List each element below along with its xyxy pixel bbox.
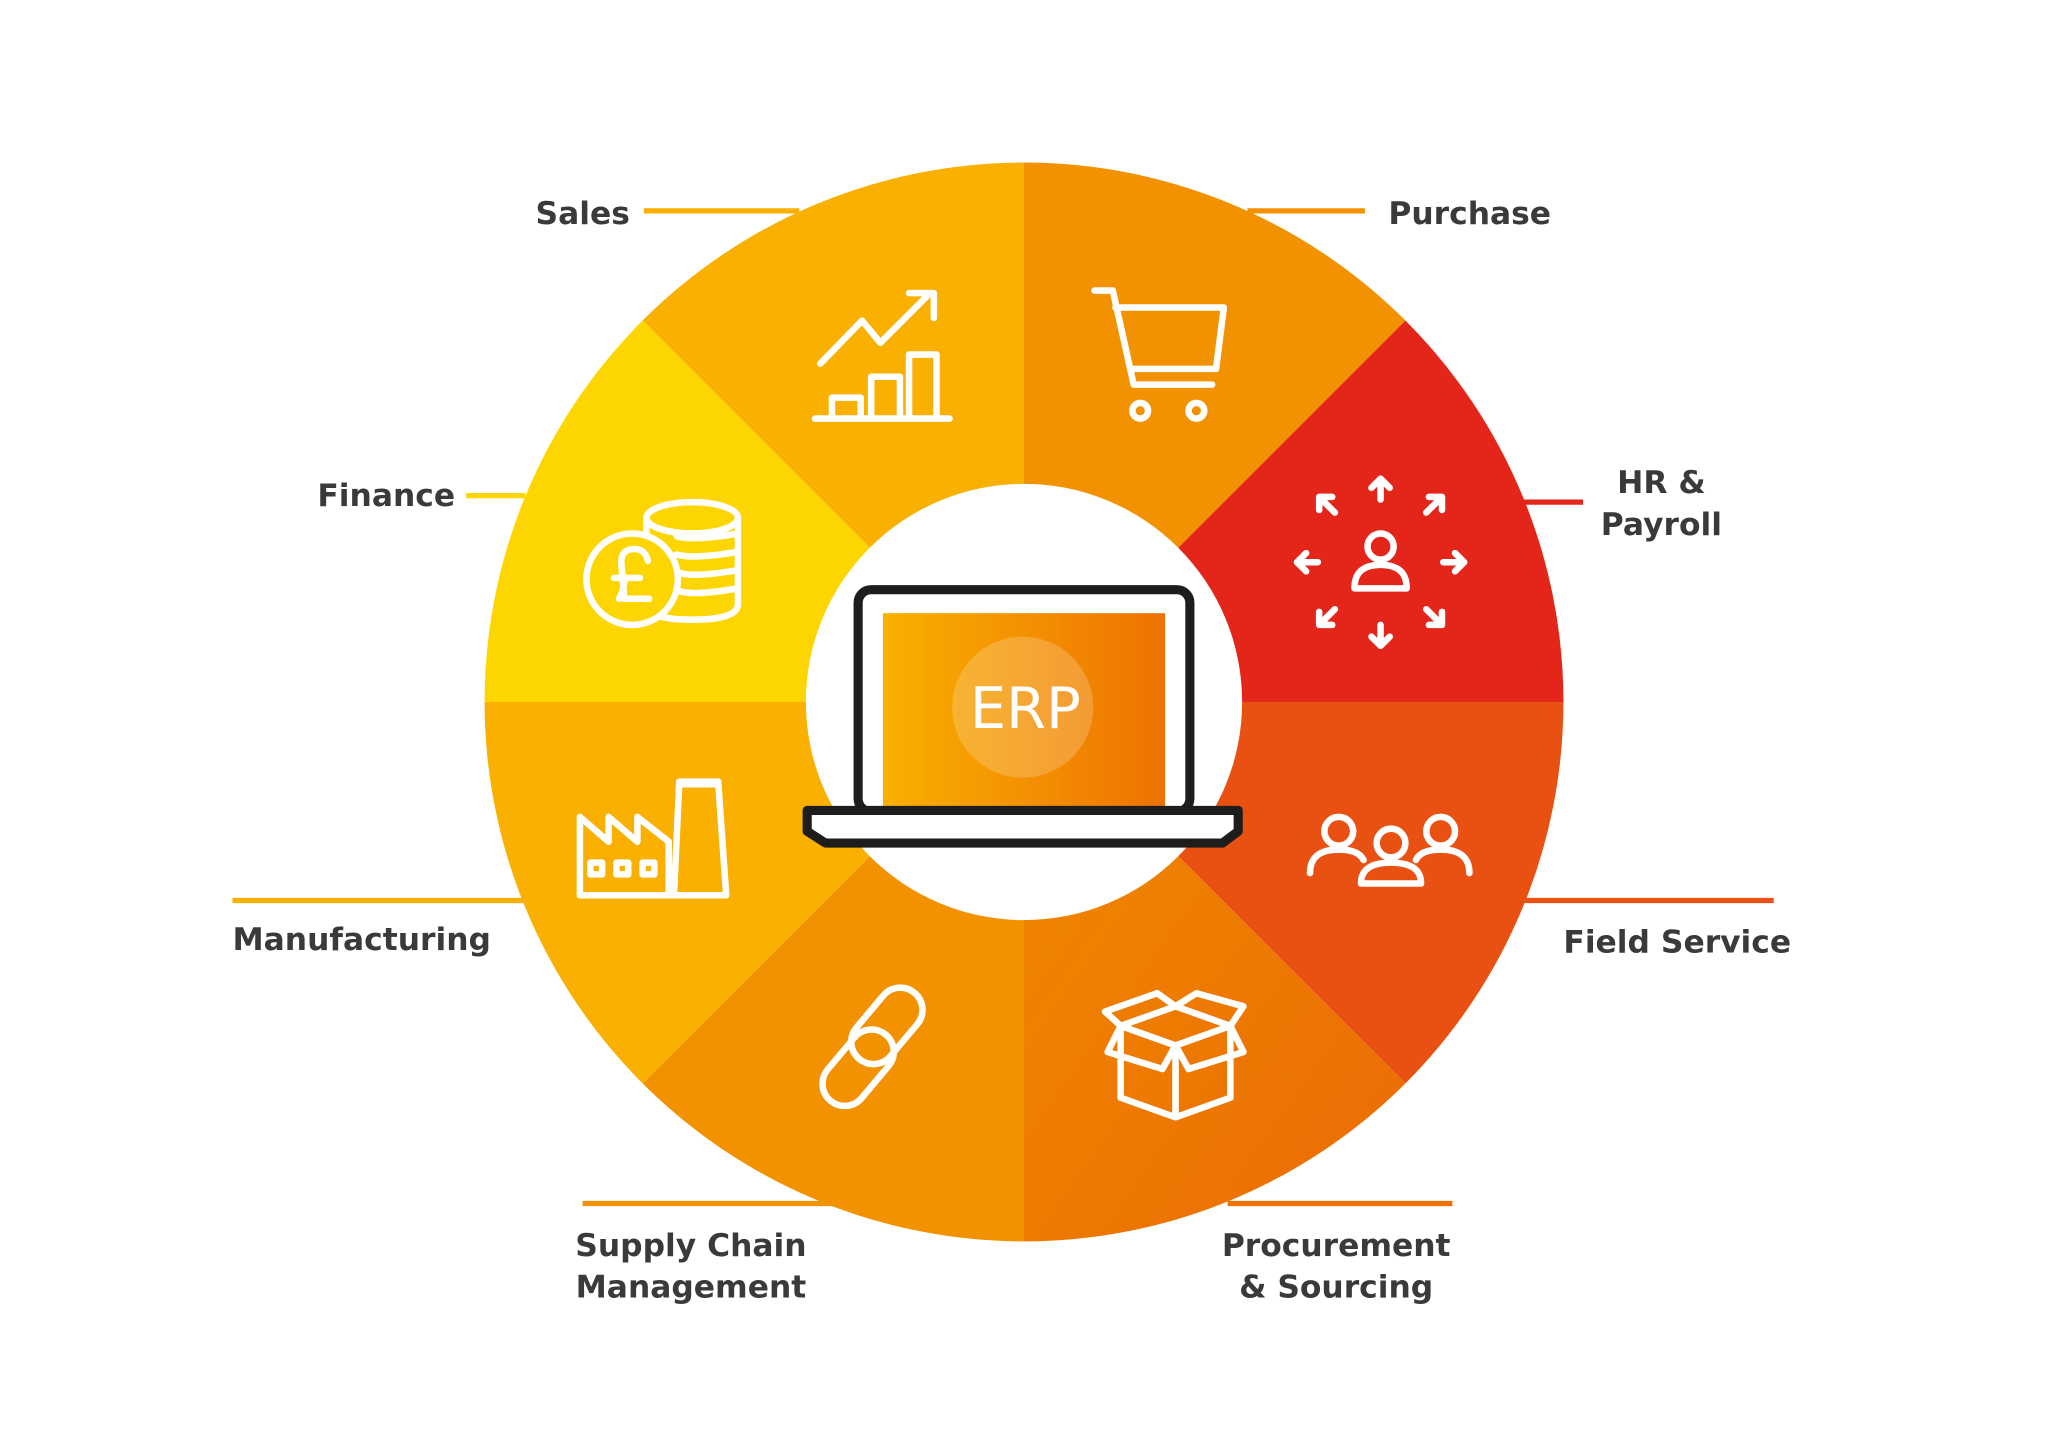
person-network-icon xyxy=(1293,475,1468,650)
team-icon xyxy=(1306,813,1473,887)
laptop-screen xyxy=(882,613,1166,810)
label-supply-chain-line1: Supply Chain xyxy=(575,1228,806,1264)
label-field-service: Field Service xyxy=(1563,925,1791,961)
label-procurement-line2: & Sourcing xyxy=(1239,1270,1433,1306)
label-manufacturing: Manufacturing xyxy=(232,922,490,958)
erp-label: ERP xyxy=(970,675,1081,742)
growth-chart-icon xyxy=(811,289,953,422)
label-hr-line2: Payroll xyxy=(1601,507,1722,543)
erp-badge xyxy=(952,636,1094,778)
label-sales: Sales xyxy=(536,196,630,232)
shopping-cart-icon xyxy=(1091,287,1228,422)
pound-coins-icon xyxy=(583,498,742,629)
open-box-icon xyxy=(1101,989,1247,1121)
label-purchase: Purchase xyxy=(1388,196,1551,232)
label-supply-chain-line2: Management xyxy=(576,1270,807,1306)
laptop-icon: ERP xyxy=(802,585,1243,848)
factory-icon xyxy=(576,778,730,899)
label-finance: Finance xyxy=(317,478,455,514)
label-hr-line1: HR & xyxy=(1617,465,1706,501)
label-procurement-line1: Procurement xyxy=(1222,1228,1451,1264)
chain-link-icon xyxy=(819,984,926,1110)
